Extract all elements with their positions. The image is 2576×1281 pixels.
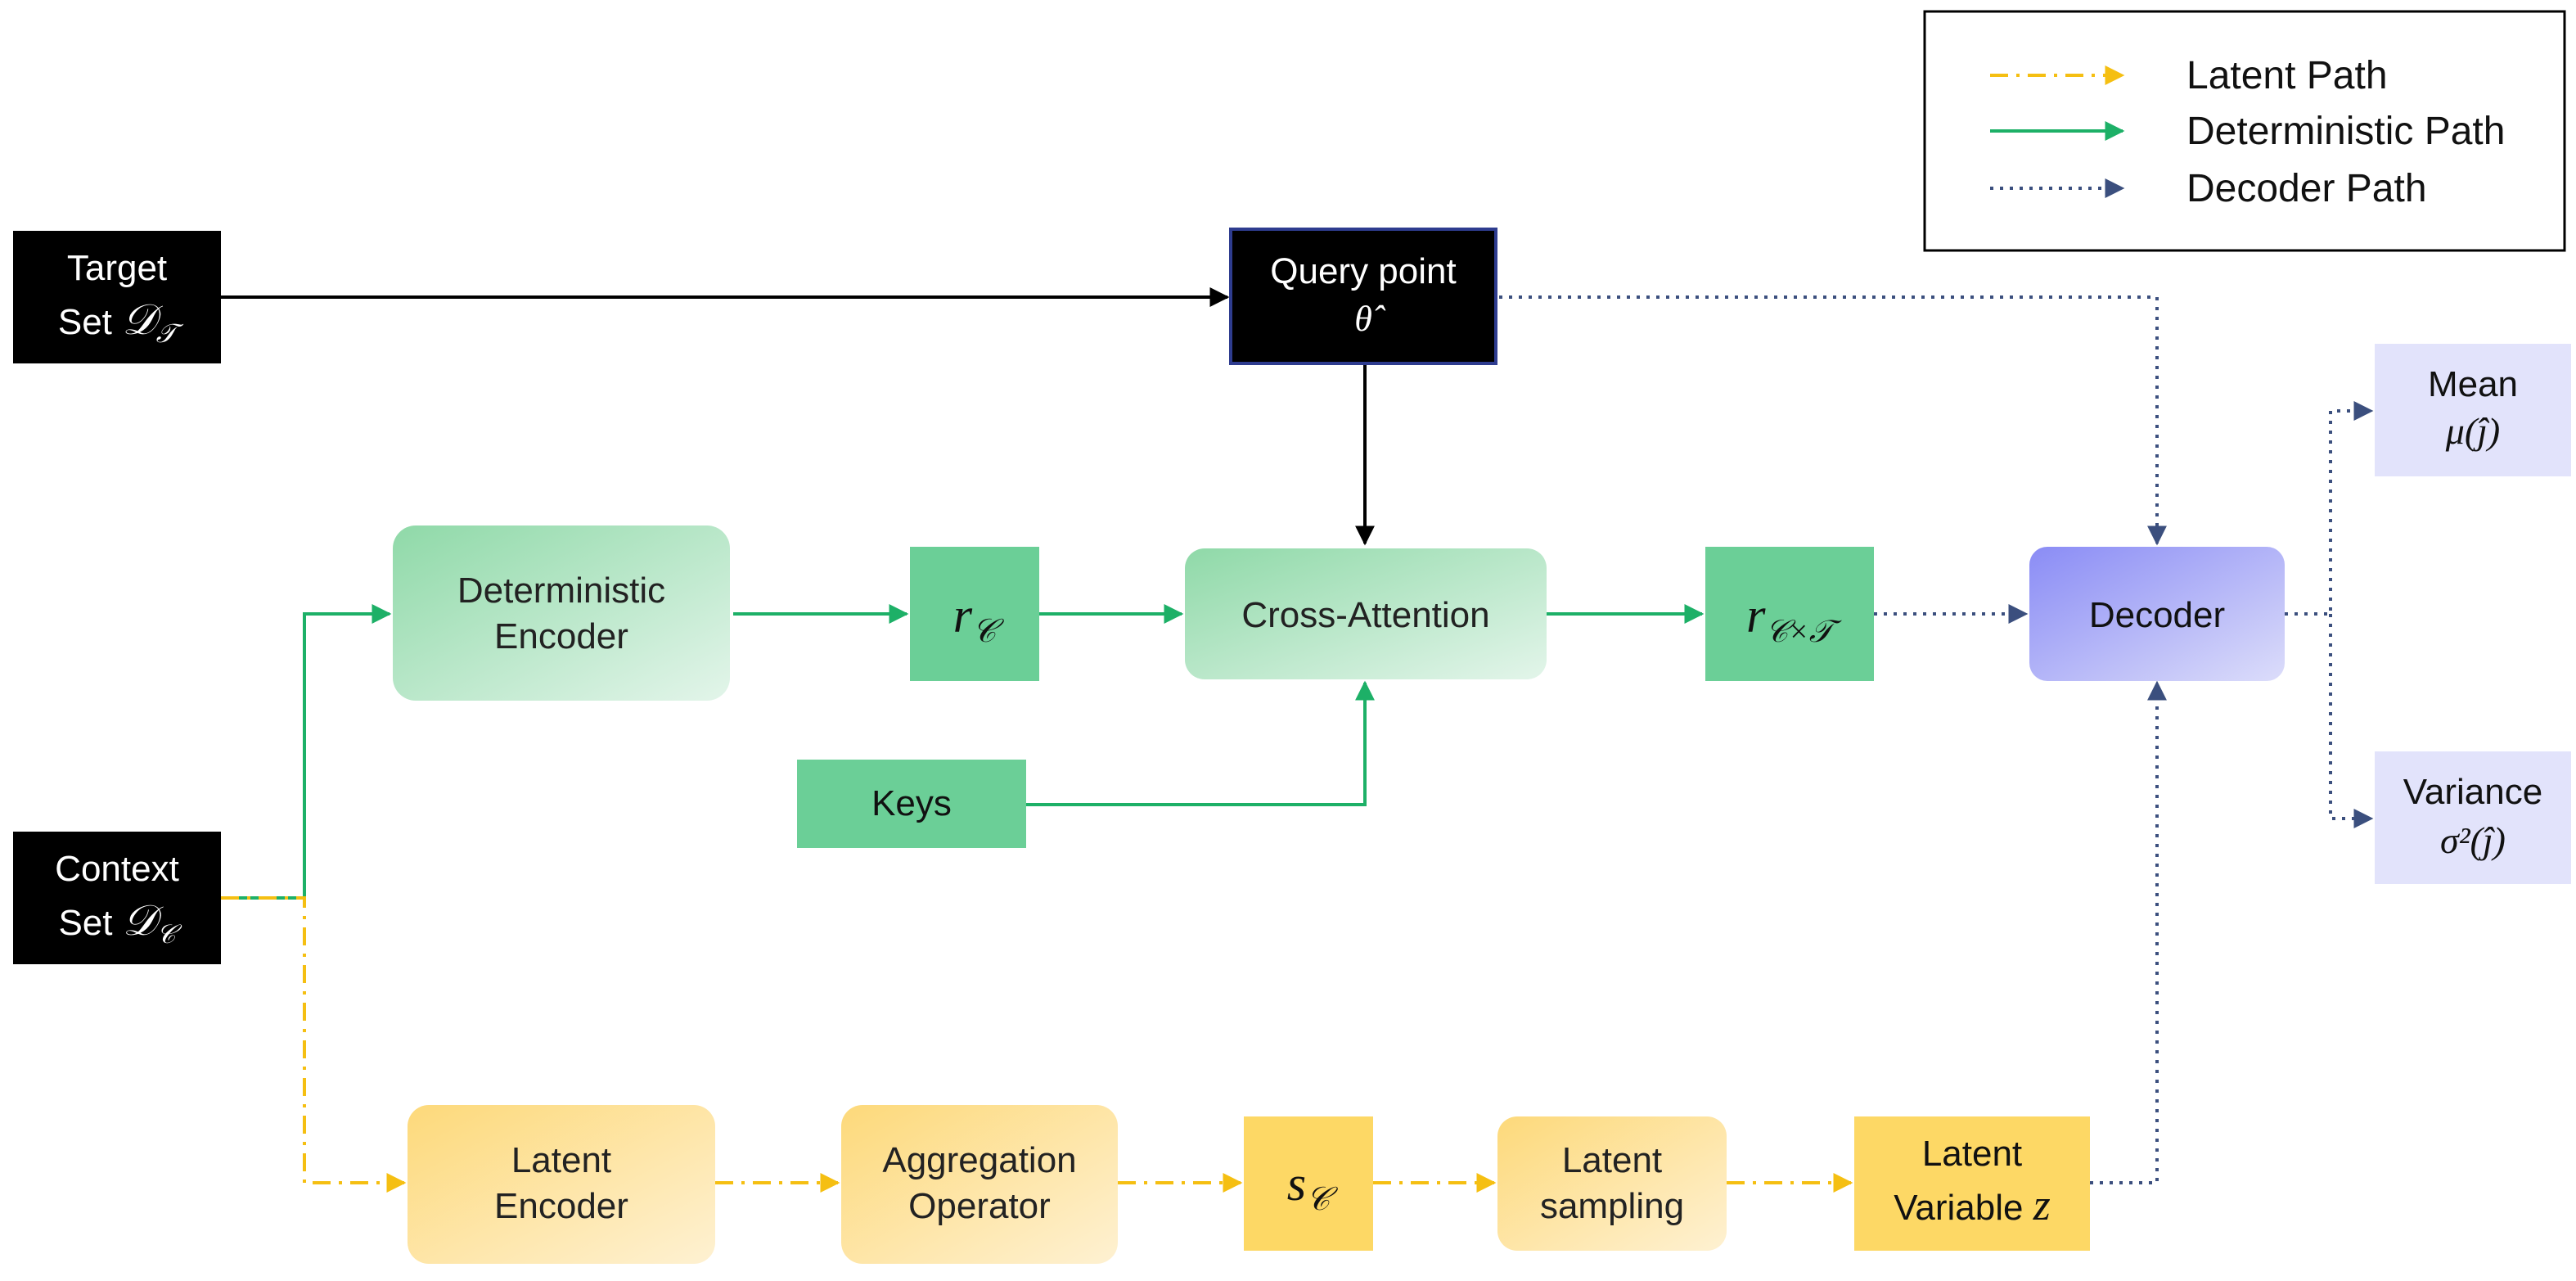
edge-decoder-to-mean (2285, 401, 2374, 616)
context-set-line1: Context (55, 849, 179, 889)
sc-label: s𝒞 (1287, 1157, 1338, 1217)
legend-deterministic-label: Deterministic Path (2186, 110, 2505, 153)
edges (221, 287, 2374, 1193)
aggregation-line2: Operator (908, 1186, 1051, 1226)
latent-variable-line1: Latent (1922, 1134, 2022, 1174)
latent-variable-node: Latent Variable z (1854, 1116, 2090, 1251)
target-set-prefix: Set (58, 302, 122, 342)
latent-encoder-line1: Latent (511, 1140, 611, 1180)
variance-node: Variance σ²(ĵ) (2375, 751, 2571, 884)
edge-latent-variable-to-decoder (2090, 680, 2167, 1184)
deterministic-encoder-node: Deterministic Encoder (393, 525, 730, 701)
mean-formula: μ(ĵ) (2445, 410, 2501, 452)
legend: Latent Path Deterministic Path Decoder P… (1923, 10, 2566, 252)
latent-sampling-line2: sampling (1540, 1186, 1684, 1226)
legend-item-decoder: Decoder Path (1990, 167, 2427, 210)
latent-variable-prefix: Variable (1894, 1188, 2033, 1228)
edge-decoder-to-variance (2329, 614, 2374, 828)
mean-node: Mean μ(ĵ) (2375, 344, 2571, 476)
rc-main: r (953, 589, 973, 643)
rc-node: r𝒞 (910, 547, 1039, 681)
target-set-node: Target Set 𝒟𝒯 (13, 231, 221, 363)
det-encoder-line1: Deterministic (457, 571, 665, 611)
edge-context-to-latent-encoder (221, 896, 407, 1193)
det-encoder-line2: Encoder (494, 616, 628, 656)
legend-decoder-label: Decoder Path (2186, 167, 2427, 210)
variance-formula: σ²(ĵ) (2440, 819, 2506, 861)
latent-encoder-node: Latent Encoder (408, 1105, 715, 1264)
rcxt-sub: 𝒞×𝒯 (1765, 615, 1841, 649)
legend-item-deterministic: Deterministic Path (1990, 110, 2505, 153)
latent-variable-z: z (2033, 1180, 2051, 1229)
keys-node: Keys (797, 760, 1026, 848)
latent-variable-line2: Variable z (1894, 1180, 2050, 1229)
rcxt-label: r𝒞×𝒯 (1746, 589, 1842, 649)
aggregation-line1: Aggregation (882, 1140, 1076, 1180)
rcxt-node: r𝒞×𝒯 (1705, 547, 1874, 681)
aggregation-operator-node: Aggregation Operator (841, 1105, 1118, 1264)
query-point-line1: Query point (1270, 251, 1456, 291)
context-set-node: Context Set 𝒟𝒞 (13, 832, 221, 964)
decoder-label: Decoder (2089, 595, 2225, 635)
latent-encoder-line2: Encoder (494, 1186, 628, 1226)
edge-keys-to-cross-attention (1026, 680, 1375, 806)
keys-label: Keys (871, 783, 952, 823)
sc-main: s (1287, 1157, 1306, 1211)
query-point-node: Query point θ̂ (1229, 228, 1497, 365)
cross-attention-label: Cross-Attention (1241, 595, 1489, 635)
edge-context-to-det-encoder (221, 604, 392, 900)
latent-sampling-node: Latent sampling (1497, 1116, 1727, 1251)
legend-item-latent: Latent Path (1990, 54, 2388, 97)
sc-node: s𝒞 (1244, 1116, 1373, 1251)
edge-query-to-decoder (1499, 295, 2167, 546)
variance-line1: Variance (2403, 772, 2542, 812)
legend-latent-label: Latent Path (2186, 54, 2388, 97)
rcxt-main: r (1746, 589, 1766, 643)
target-set-line1: Target (67, 248, 167, 288)
latent-sampling-line1: Latent (1562, 1140, 1662, 1180)
mean-line1: Mean (2428, 364, 2518, 404)
cross-attention-node: Cross-Attention (1185, 548, 1547, 679)
context-set-prefix: Set (58, 903, 122, 943)
decoder-node: Decoder (2029, 547, 2285, 681)
